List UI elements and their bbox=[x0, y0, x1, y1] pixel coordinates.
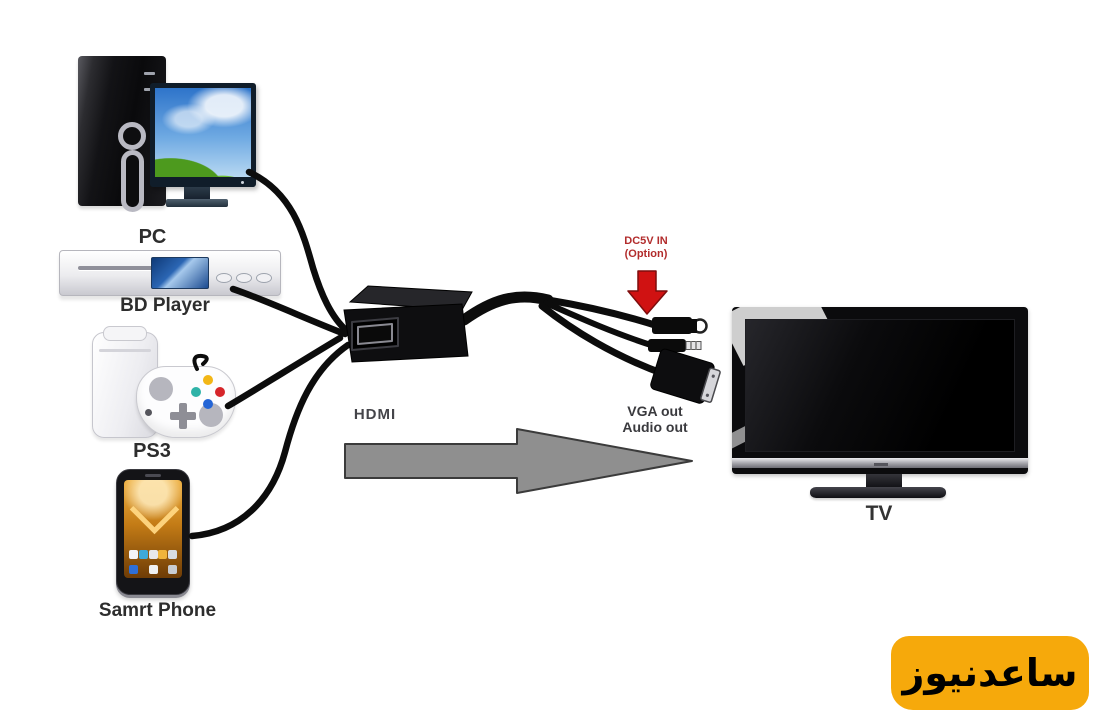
dc5v-label-line1: DC5V IN bbox=[624, 235, 668, 247]
drive-bay bbox=[144, 72, 155, 75]
drive-bay bbox=[144, 88, 155, 91]
tv bbox=[732, 307, 1028, 474]
dc-plug bbox=[652, 317, 708, 334]
app-icon bbox=[168, 565, 177, 574]
signal-arrow-icon bbox=[344, 428, 693, 494]
wallpaper-chevron bbox=[129, 484, 180, 535]
tv-stand-neck bbox=[866, 474, 902, 488]
pc-label: PC bbox=[138, 226, 167, 248]
watermark-text: ساعدنیوز bbox=[902, 651, 1078, 695]
vga-out-label: VGA out bbox=[627, 403, 683, 419]
action-button-teal bbox=[191, 387, 201, 397]
action-button-blue bbox=[203, 399, 213, 409]
console-notch bbox=[103, 326, 147, 341]
bd-button bbox=[236, 273, 252, 283]
vga-connector bbox=[650, 348, 721, 404]
app-icon bbox=[138, 550, 148, 559]
monitor-screen bbox=[155, 88, 251, 177]
bd-button bbox=[256, 273, 272, 283]
app-icon bbox=[148, 550, 158, 559]
analog-stick-icon bbox=[149, 377, 173, 401]
watermark-badge: ساعدنیوز bbox=[891, 636, 1089, 710]
monitor-stand-base bbox=[166, 199, 228, 207]
monitor-stand-neck bbox=[184, 187, 210, 200]
hdmi-label: HDMI bbox=[353, 406, 397, 423]
strand-vga bbox=[538, 302, 668, 378]
audio-jack bbox=[648, 339, 702, 352]
app-grid bbox=[128, 549, 178, 575]
smartphone bbox=[116, 469, 190, 595]
adapter-cable bbox=[458, 291, 554, 326]
app-icon bbox=[148, 565, 158, 574]
ps3-label: PS3 bbox=[133, 440, 171, 462]
app-icon bbox=[129, 550, 138, 559]
strand-audio bbox=[543, 300, 657, 349]
bd-player-label: BD Player bbox=[120, 295, 210, 316]
tv-brand-mark bbox=[874, 463, 888, 466]
dpad-icon bbox=[170, 403, 196, 429]
bd-button bbox=[216, 273, 232, 283]
app-icon bbox=[129, 565, 138, 574]
phone-screen bbox=[124, 480, 182, 578]
action-button-red bbox=[215, 387, 225, 397]
smartphone-label: Samrt Phone bbox=[98, 600, 217, 621]
power-arrow-icon bbox=[627, 270, 668, 315]
action-button-yellow bbox=[203, 375, 213, 385]
tv-screen bbox=[745, 319, 1015, 452]
hdmi-adapter bbox=[343, 303, 469, 363]
console-seam bbox=[99, 349, 151, 352]
app-icon bbox=[168, 550, 177, 559]
bd-display bbox=[151, 257, 209, 289]
monitor-power-led bbox=[241, 181, 244, 184]
select-button-icon bbox=[145, 409, 152, 416]
bd-player bbox=[59, 250, 281, 296]
dc5v-label: DC5V IN (Option) bbox=[598, 235, 694, 261]
dc5v-label-line2: (Option) bbox=[624, 248, 668, 260]
strand-dc bbox=[544, 296, 662, 330]
tv-label: TV bbox=[865, 502, 893, 525]
app-icon bbox=[158, 550, 168, 559]
adapter-top-face bbox=[348, 285, 473, 311]
hdmi-port-inner bbox=[357, 323, 393, 345]
output-labels: VGA out Audio out bbox=[603, 403, 707, 435]
hdmi-port bbox=[351, 317, 399, 351]
tv-stand-base bbox=[810, 487, 946, 498]
tower-grille bbox=[121, 150, 144, 212]
ps3-controller bbox=[136, 366, 236, 438]
phone-speaker bbox=[145, 474, 161, 477]
pc-monitor bbox=[150, 83, 256, 187]
power-button-icon bbox=[118, 122, 146, 150]
disc-slot bbox=[78, 266, 166, 270]
audio-out-label: Audio out bbox=[622, 419, 688, 435]
cable-ps3 bbox=[224, 334, 344, 410]
